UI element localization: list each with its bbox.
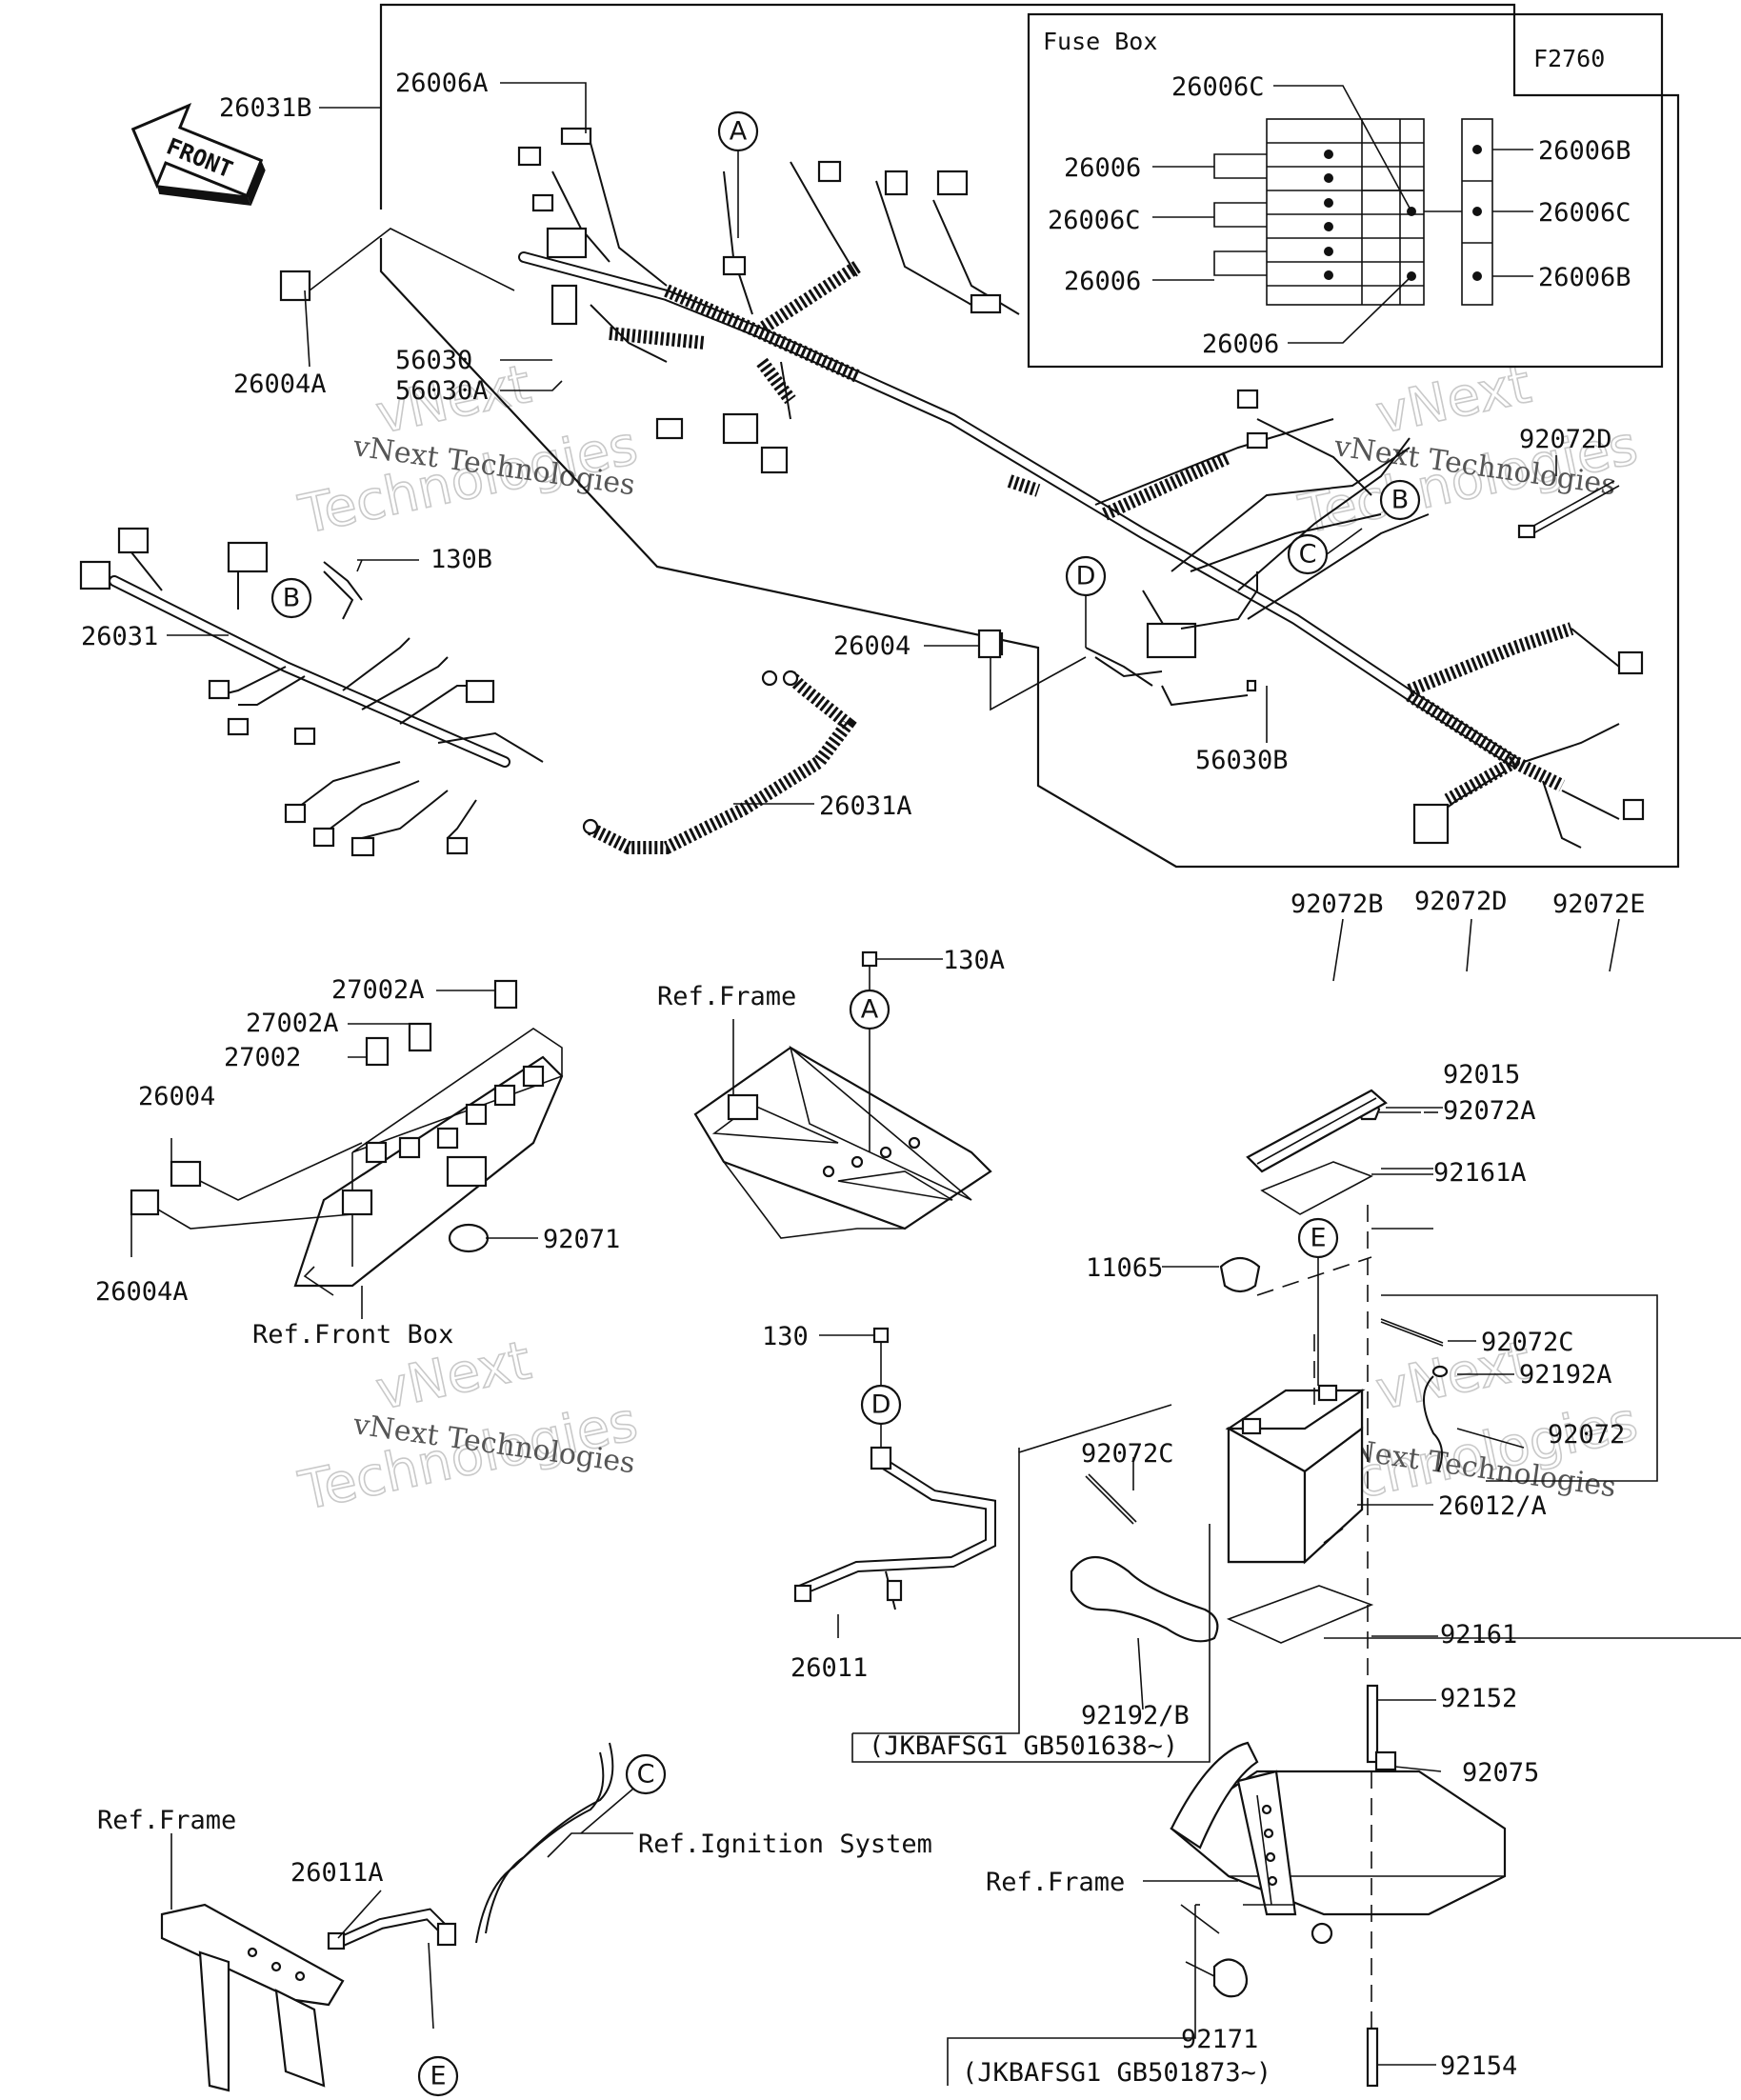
label-130B: 130B — [430, 545, 492, 574]
label-56030: 56030 — [395, 346, 472, 375]
serial-range-2: (JKBAFSG1 GB501873~) — [962, 2058, 1271, 2088]
svg-text:A: A — [730, 117, 748, 147]
label-130A: 130A — [943, 946, 1005, 975]
serial-range-1: (JKBAFSG1 GB501638~) — [869, 1731, 1178, 1761]
label-130: 130 — [762, 1322, 809, 1351]
label-92072D: 92072D — [1414, 887, 1508, 916]
label-11065: 11065 — [1086, 1253, 1163, 1283]
fuse-box-title: Fuse Box — [1043, 28, 1157, 55]
label-26011: 26011 — [790, 1653, 868, 1683]
callout-C-right: C — [1287, 528, 1363, 575]
label-26006C-b: 26006C — [1048, 206, 1141, 235]
svg-text:E: E — [1310, 1224, 1326, 1253]
label-92072: 92072 — [1548, 1420, 1625, 1450]
label-26031: 26031 — [81, 622, 158, 651]
label-26006-b: 26006 — [1064, 267, 1141, 296]
callout-E-bottom: E — [417, 2055, 459, 2097]
svg-text:A: A — [861, 995, 879, 1025]
svg-text:B: B — [283, 584, 301, 613]
label-56030B: 56030B — [1195, 746, 1289, 775]
cable-26011 — [793, 1327, 996, 1610]
label-92161A: 92161A — [1433, 1158, 1527, 1188]
watermark: vNext Technologies vNext Technologies vN… — [293, 352, 1644, 1523]
ref-frame-top: Ref.Frame — [657, 982, 796, 1011]
label-92075: 92075 — [1462, 1758, 1539, 1788]
sub-harness-D — [979, 571, 1258, 707]
tie-92072D-top — [1517, 480, 1620, 539]
label-26006A: 26006A — [395, 69, 489, 98]
label-92072A: 92072A — [1443, 1096, 1536, 1126]
ref-frame-left: Ref.Frame — [97, 1806, 236, 1835]
label-92072C-left: 92072C — [1081, 1439, 1174, 1469]
label-26031B: 26031B — [219, 93, 312, 123]
callout-C-bottom: C — [580, 1753, 667, 1834]
ref-front-box: Ref.Front Box — [252, 1320, 453, 1350]
ground-cable-26011A — [327, 1742, 614, 2030]
label-26004A: 26004A — [95, 1277, 189, 1307]
front-arrow-icon: FRONT — [130, 102, 266, 206]
battery-area — [1070, 1089, 1658, 1771]
label-56030A: 56030A — [395, 376, 489, 406]
callout-D-frame: D — [860, 1384, 902, 1426]
label-26006C-c: 26006C — [1538, 198, 1631, 228]
label-27002: 27002 — [224, 1043, 301, 1072]
fuse-box-panel: Fuse Box — [1027, 12, 1664, 369]
ref-frame-right: Ref.Frame — [986, 1868, 1125, 1897]
label-92192A: 92192A — [1519, 1360, 1612, 1390]
label-26004-mid: 26004 — [833, 631, 911, 661]
serial-box-1 — [851, 1404, 1211, 1763]
callout-E-battery: E — [1297, 1217, 1339, 1259]
svg-text:C: C — [637, 1760, 655, 1790]
label-26031A: 26031A — [819, 791, 912, 821]
label-92072E: 92072E — [1552, 890, 1646, 919]
label-92161: 92161 — [1440, 1620, 1517, 1650]
callout-B-left: B — [270, 577, 312, 619]
label-92171: 92171 — [1181, 2025, 1258, 2054]
connectors-26004 — [130, 270, 1002, 1230]
battery-tray — [1170, 1741, 1507, 2088]
label-92192B: 92192/B — [1081, 1701, 1190, 1730]
label-92071: 92071 — [543, 1225, 620, 1254]
label-92072D-top: 92072D — [1519, 425, 1612, 454]
main-harness — [517, 127, 1645, 849]
svg-text:C: C — [1299, 540, 1317, 570]
label-26006-a: 26006 — [1064, 153, 1141, 183]
label-92154: 92154 — [1440, 2051, 1517, 2081]
svg-text:B: B — [1391, 486, 1410, 515]
serial-box-2 — [947, 1904, 1295, 2086]
callout-D-top: D — [1065, 555, 1107, 648]
label-26011A: 26011A — [290, 1858, 384, 1888]
svg-text:D: D — [871, 1390, 891, 1420]
label-27002A-2: 27002A — [246, 1009, 339, 1038]
callout-A-frame: A — [849, 989, 891, 1030]
label-92152: 92152 — [1440, 1684, 1517, 1713]
frame-top — [693, 1019, 992, 1239]
label-26012A: 26012/A — [1438, 1491, 1547, 1521]
label-26006B-b: 26006B — [1538, 263, 1631, 292]
svg-text:D: D — [1076, 562, 1096, 591]
label-92072C-right: 92072C — [1481, 1328, 1574, 1357]
callout-B-right: B — [1379, 479, 1421, 521]
label-92072B: 92072B — [1291, 890, 1384, 919]
main-harness-frame — [379, 3, 1680, 869]
svg-text:E: E — [430, 2062, 446, 2091]
ref-ignition-system: Ref.Ignition System — [638, 1830, 932, 1859]
callout-A-top: A — [717, 110, 759, 238]
label-26006-c: 26006 — [1202, 330, 1279, 359]
label-26004A-top: 26004A — [233, 370, 327, 399]
figure-code: F2760 — [1533, 45, 1605, 72]
frame-bottom-left — [160, 1833, 345, 2092]
harness-26031A — [582, 670, 857, 854]
label-27002A-1: 27002A — [331, 975, 425, 1005]
leader-lines — [130, 82, 1741, 2066]
part-labels: 26031B 26006A 26004A 56030 56030A 130B 2… — [81, 69, 1646, 2081]
label-92015: 92015 — [1443, 1060, 1520, 1090]
label-26006B-a: 26006B — [1538, 136, 1631, 166]
harness-26031 — [79, 527, 544, 857]
label-26006C-a: 26006C — [1171, 72, 1265, 102]
label-26004: 26004 — [138, 1082, 215, 1111]
front-box — [293, 979, 564, 1296]
reference-labels: Ref.Frame Ref.Front Box Ref.Frame Ref.Ig… — [97, 982, 1125, 1897]
